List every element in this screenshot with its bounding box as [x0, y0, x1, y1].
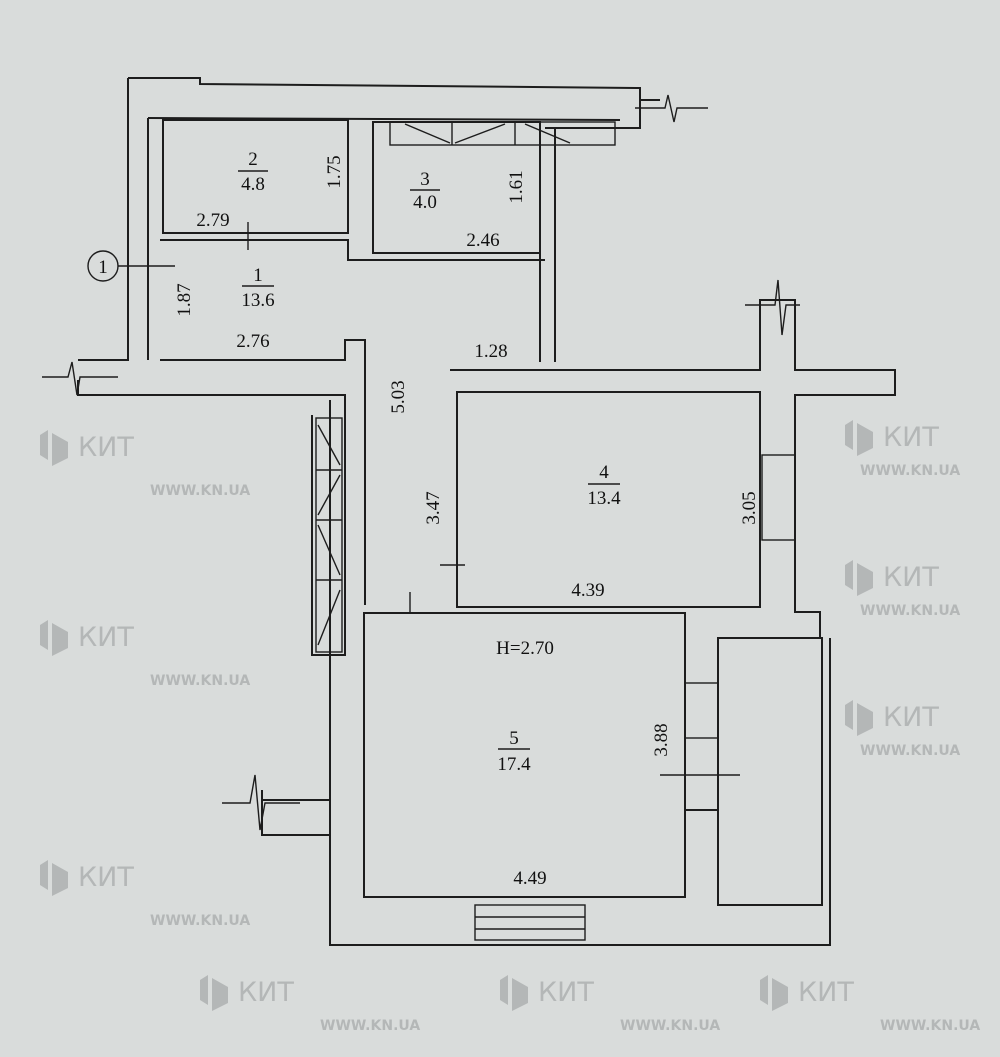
ceiling-height: H=2.70 [496, 638, 554, 659]
svg-text:4: 4 [599, 462, 609, 483]
svg-text:5: 5 [509, 728, 519, 749]
watermark-brand: КИТ [78, 432, 134, 463]
watermark-url: WWW.KN.UA [620, 1018, 720, 1034]
brand-logo-icon [845, 560, 873, 596]
room-2-label: 2 4.8 [238, 149, 268, 195]
watermark-brand: КИТ [78, 862, 134, 893]
watermark-url: WWW.KN.UA [320, 1018, 420, 1034]
watermark-brand: КИТ [538, 977, 594, 1008]
room-2-outline [162, 119, 349, 234]
axis-marker-label: 1 [98, 257, 108, 278]
watermark-url: WWW.KN.UA [150, 483, 250, 499]
svg-text:13.6: 13.6 [241, 290, 274, 311]
dimensions: 2.79 1.75 1.61 2.46 1.87 2.76 1.28 5.03 … [174, 155, 760, 889]
watermark-brand: КИТ [238, 977, 294, 1008]
dimension-label: 2.46 [466, 230, 499, 251]
brand-logo-icon [200, 975, 228, 1011]
room-5-label: 5 17.4 [497, 728, 531, 775]
watermark-url: WWW.KN.UA [860, 743, 960, 759]
dimension-label: 3.88 [651, 723, 672, 756]
ventilation-shafts [315, 121, 796, 941]
dimension-label: 1.87 [174, 283, 195, 316]
watermark-brand: КИТ [883, 422, 939, 453]
watermark-brand: КИТ [883, 702, 939, 733]
svg-text:4.0: 4.0 [413, 192, 437, 213]
watermark-url: WWW.KN.UA [860, 463, 960, 479]
dimension-label: 4.39 [571, 580, 604, 601]
watermarks: КИТ КИТ КИТ КИТ КИТ КИТ КИТ КИТ КИТ WWW.… [40, 420, 980, 1034]
walls [77, 77, 896, 946]
balcony-outline [717, 637, 823, 906]
room-3-label: 3 4.0 [410, 169, 440, 213]
dimension-label: 1.28 [474, 341, 507, 362]
break-marks [42, 94, 800, 831]
watermark-url: WWW.KN.UA [150, 673, 250, 689]
window [474, 904, 586, 941]
svg-text:1: 1 [253, 265, 263, 286]
watermark-brand: КИТ [78, 622, 134, 653]
brand-logo-icon [845, 420, 873, 456]
brand-logo-icon [500, 975, 528, 1011]
dimension-label: 2.79 [196, 210, 229, 231]
brand-logo-icon [40, 860, 68, 896]
watermark-brand: КИТ [798, 977, 854, 1008]
svg-text:2: 2 [248, 149, 258, 170]
watermark-url: WWW.KN.UA [860, 603, 960, 619]
room-4-label: 4 13.4 [587, 462, 621, 509]
svg-text:17.4: 17.4 [497, 754, 531, 775]
window [684, 682, 719, 739]
dimension-label: 1.61 [506, 170, 527, 203]
brand-logo-icon [40, 620, 68, 656]
window [761, 454, 796, 541]
room-1-label: 1 13.6 [241, 265, 274, 311]
svg-text:13.4: 13.4 [587, 488, 621, 509]
brand-logo-icon [760, 975, 788, 1011]
dimension-label: 5.03 [388, 380, 409, 413]
watermark-url: WWW.KN.UA [150, 913, 250, 929]
brand-logo-icon [40, 430, 68, 466]
dimension-label: 3.05 [739, 491, 760, 524]
room-4-outline [456, 391, 761, 608]
watermark-brand: КИТ [883, 562, 939, 593]
dimension-label: 2.76 [236, 331, 269, 352]
watermark-url: WWW.KN.UA [880, 1018, 980, 1034]
dimension-label: 3.47 [423, 491, 444, 524]
dimension-label: 1.75 [324, 155, 345, 188]
svg-text:3: 3 [420, 169, 430, 190]
svg-text:4.8: 4.8 [241, 174, 265, 195]
dimension-label: 4.49 [513, 868, 546, 889]
brand-logo-icon [845, 700, 873, 736]
